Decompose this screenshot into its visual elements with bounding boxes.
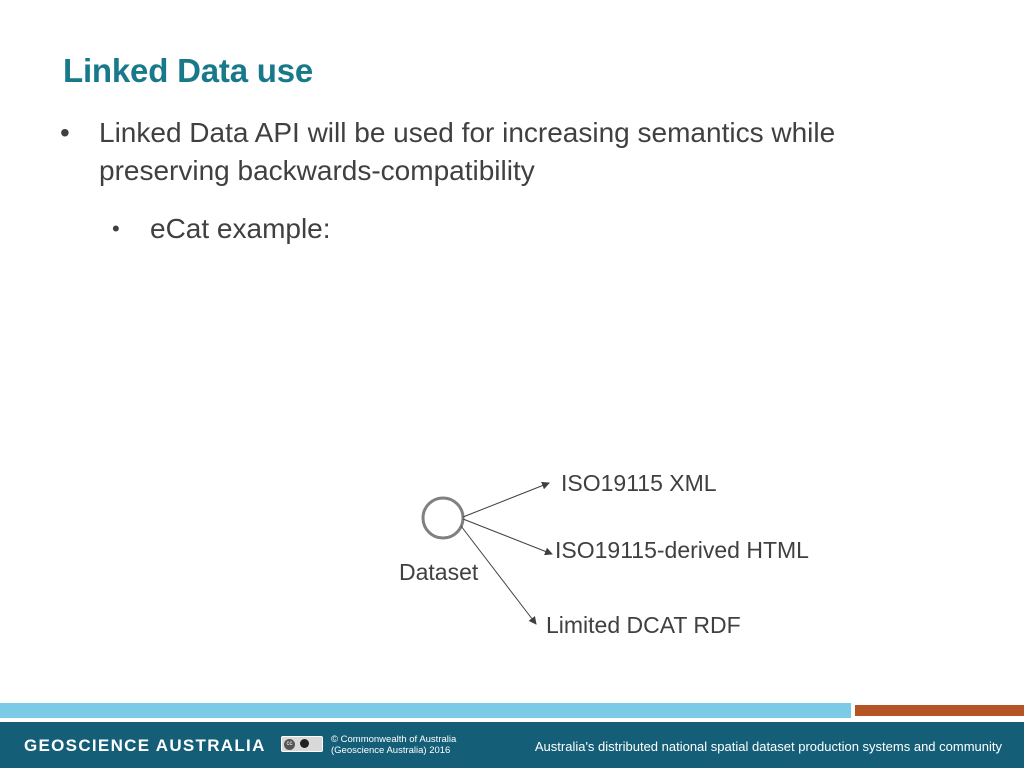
edge-to-html — [462, 518, 553, 556]
dataset-node — [421, 496, 465, 540]
node-label-dataset: Dataset — [399, 559, 479, 585]
edge-to-xml — [462, 481, 550, 518]
by-person-icon — [300, 739, 309, 748]
copyright-line-1: © Commonwealth of Australia — [331, 734, 457, 745]
footer-brand: GEOSCIENCE AUSTRALIA — [24, 736, 266, 755]
footer-bar: GEOSCIENCE AUSTRALIA cc © Commonwealth o… — [0, 722, 1024, 768]
bullet-marker: • — [60, 117, 70, 148]
footer-accent-band — [0, 703, 1024, 718]
target-label-xml: ISO19115 XML — [561, 470, 717, 496]
footer-copyright: © Commonwealth of Australia (Geoscience … — [331, 734, 456, 756]
target-label-html: ISO19115-derived HTML — [555, 537, 809, 563]
sub-bullet-text: eCat example: — [150, 213, 331, 244]
copyright-line-2: (Geoscience Australia) 2016 — [331, 745, 451, 756]
slide-title: Linked Data use — [63, 52, 314, 89]
accent-band-blue — [0, 703, 851, 718]
target-label-rdf: Limited DCAT RDF — [546, 612, 741, 638]
creative-commons-by-icon: cc — [281, 736, 323, 752]
accent-band-orange — [855, 705, 1024, 716]
footer-tagline: Australia's distributed national spatial… — [534, 739, 1002, 754]
bullet-text: Linked Data API will be used for increas… — [99, 117, 836, 186]
sub-bullet-marker: • — [112, 216, 120, 241]
dataset-diagram — [421, 481, 553, 625]
cc-circle-icon: cc — [284, 739, 295, 750]
